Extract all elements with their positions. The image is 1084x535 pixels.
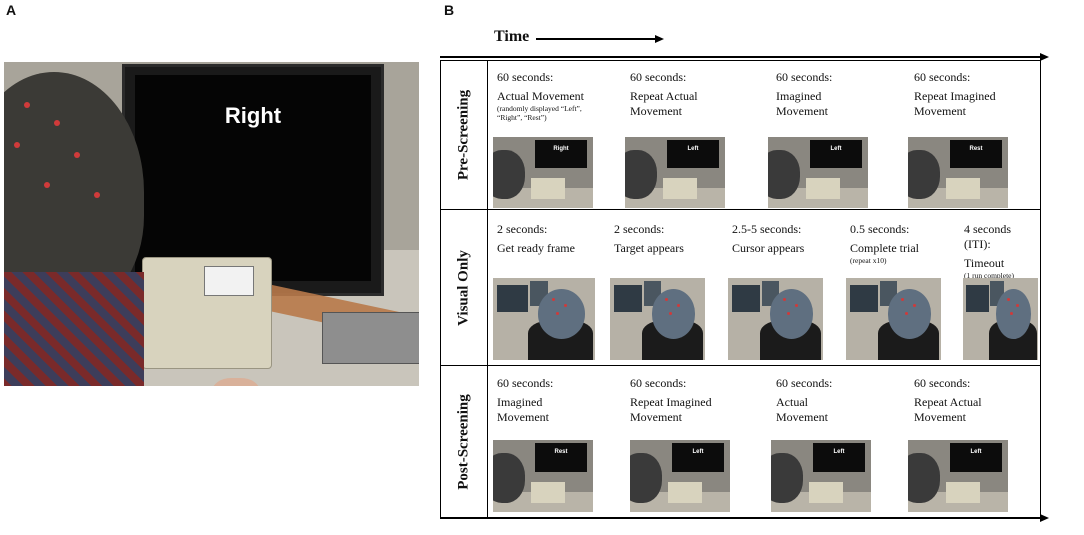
post-thumb-3: Left xyxy=(771,440,871,512)
post-step-3: 60 seconds: Actual Movement xyxy=(776,376,833,424)
pre-thumb-4: Rest xyxy=(908,137,1008,208)
timeline-bottom xyxy=(440,517,1040,519)
timeline-bottom-arrowhead-icon xyxy=(1040,514,1049,522)
visual-thumb-3 xyxy=(728,278,823,360)
pre-thumb-1: Right xyxy=(493,137,593,208)
visual-thumb-1 xyxy=(493,278,595,360)
time-arrowhead-icon xyxy=(655,35,664,43)
visual-thumb-4 xyxy=(846,278,941,360)
pre-step-3: 60 seconds: Imagined Movement xyxy=(776,70,833,118)
row-label-pre-screening: Pre-Screening xyxy=(440,60,488,209)
visual-step-5: 4 seconds (ITI): Timeout (1 run complete… xyxy=(964,222,1014,280)
post-step-2: 60 seconds: Repeat Imagined Movement xyxy=(630,376,712,424)
panel-b-letter: B xyxy=(444,2,455,18)
time-arrow xyxy=(536,38,658,40)
visual-step-2: 2 seconds: Target appears xyxy=(614,222,684,255)
panel-a-letter: A xyxy=(6,2,17,18)
post-step-4: 60 seconds: Repeat Actual Movement xyxy=(914,376,982,424)
visual-thumb-5 xyxy=(963,278,1038,360)
visual-step-4: 0.5 seconds: Complete trial (repeat x10) xyxy=(850,222,919,265)
pre-step-2: 60 seconds: Repeat Actual Movement xyxy=(630,70,698,118)
panel-a-photo: Right xyxy=(4,62,419,386)
pre-step-4: 60 seconds: Repeat Imagined Movement xyxy=(914,70,996,118)
post-thumb-2: Left xyxy=(630,440,730,512)
post-thumb-1: Rest xyxy=(493,440,593,512)
timeline-top-arrowhead-icon xyxy=(1040,53,1049,61)
pre-thumb-2: Left xyxy=(625,137,725,208)
row-label-visual-only: Visual Only xyxy=(440,210,488,365)
pre-step-1: 60 seconds: Actual Movement (randomly di… xyxy=(497,70,584,122)
row-label-post-screening: Post-Screening xyxy=(440,366,488,518)
timeline-top xyxy=(440,56,1040,58)
keypad xyxy=(204,266,254,296)
visual-step-1: 2 seconds: Get ready frame xyxy=(497,222,575,255)
visual-thumb-2 xyxy=(610,278,705,360)
post-step-1: 60 seconds: Imagined Movement xyxy=(497,376,554,424)
time-label: Time xyxy=(494,28,530,45)
post-thumb-4: Left xyxy=(908,440,1008,512)
pre-thumb-3: Left xyxy=(768,137,868,208)
visual-step-3: 2.5-5 seconds: Cursor appears xyxy=(732,222,805,255)
monitor-screen-text: Right xyxy=(224,103,282,128)
